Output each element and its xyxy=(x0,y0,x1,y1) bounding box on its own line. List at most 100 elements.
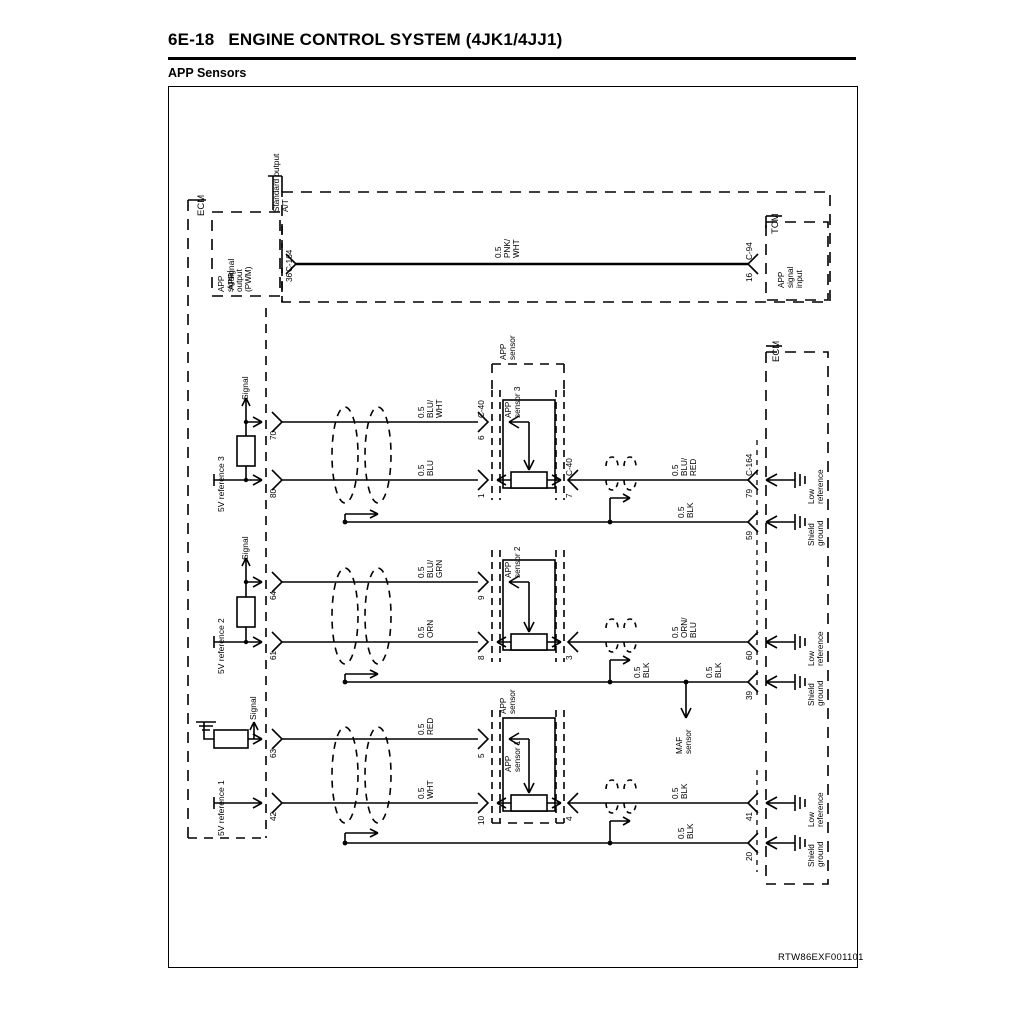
svg-text:BLK: BLK xyxy=(642,662,651,678)
svg-text:0.5: 0.5 xyxy=(417,406,426,418)
svg-text:reference: reference xyxy=(816,792,825,827)
svg-text:0.5: 0.5 xyxy=(671,626,680,638)
label-c164-right: C-164 xyxy=(745,453,754,476)
svg-text:sensor: sensor xyxy=(684,729,693,754)
svg-text:BLU/: BLU/ xyxy=(426,559,435,578)
svg-text:0.5: 0.5 xyxy=(417,626,426,638)
label-pin-59: 59 xyxy=(745,530,754,540)
svg-text:0.5: 0.5 xyxy=(633,666,642,678)
svg-text:Low: Low xyxy=(807,489,816,504)
svg-text:input: input xyxy=(795,270,804,288)
svg-text:WHT: WHT xyxy=(435,399,444,418)
top-standard-output-text: Standard output A/T xyxy=(272,153,290,212)
section-code: 6E-18 xyxy=(168,30,215,49)
tcm-box xyxy=(765,215,829,301)
label-pin-60: 60 xyxy=(745,650,754,660)
drawing-code: RTW86EXF001101 xyxy=(778,952,864,963)
svg-text:BLU: BLU xyxy=(426,460,435,476)
label-pin-70: 70 xyxy=(269,430,278,440)
svg-text:Shield: Shield xyxy=(807,523,816,546)
label-app-signal-output: APP signal xyxy=(226,259,236,290)
svg-text:MAF: MAF xyxy=(675,737,684,754)
label-pin-3: 3 xyxy=(565,655,574,660)
svg-text:Shield: Shield xyxy=(807,844,816,867)
svg-text:0.5: 0.5 xyxy=(417,566,426,578)
svg-text:0.5: 0.5 xyxy=(705,666,714,678)
svg-text:ground: ground xyxy=(816,520,825,546)
label-signal-3: Signal xyxy=(240,376,250,400)
label-5v-reference-1: 5V reference 1 xyxy=(216,780,226,836)
svg-text:APP: APP xyxy=(217,275,226,292)
svg-text:APP: APP xyxy=(499,343,508,360)
section-subtitle: APP Sensors xyxy=(168,66,247,80)
label-pin-20: 20 xyxy=(745,851,754,861)
svg-text:A/T: A/T xyxy=(281,199,290,212)
sensor-3-group xyxy=(213,363,806,533)
svg-text:APP: APP xyxy=(504,755,513,772)
header-rule xyxy=(168,57,856,60)
label-pin-41: 41 xyxy=(745,811,754,821)
svg-text:APP: APP xyxy=(504,561,513,578)
svg-text:BLK: BLK xyxy=(714,662,723,678)
svg-text:ORN/: ORN/ xyxy=(680,617,689,638)
label-pin-64: 64 xyxy=(269,590,278,600)
label-pin-79: 79 xyxy=(745,488,754,498)
svg-text:(PWM): (PWM) xyxy=(244,266,253,292)
tcm-pin-function: APP signal input xyxy=(777,266,804,288)
svg-text:BLK: BLK xyxy=(680,783,689,799)
svg-text:signal: signal xyxy=(226,270,235,292)
label-pin-5: 5 xyxy=(477,753,486,758)
label-5v-reference-2: 5V reference 2 xyxy=(216,618,226,674)
svg-text:ground: ground xyxy=(816,680,825,706)
ecm-left-inner-boundary xyxy=(188,308,267,839)
page-header: 6E-18 ENGINE CONTROL SYSTEM (4JK1/4JJ1) xyxy=(168,30,868,50)
svg-text:ORN: ORN xyxy=(426,620,435,638)
label-pin-7: 7 xyxy=(565,493,574,498)
label-signal-1: Signal xyxy=(248,696,258,720)
sensor-1-group xyxy=(196,710,806,854)
svg-text:WHT: WHT xyxy=(426,780,435,799)
label-pin-4: 4 xyxy=(565,816,574,821)
label-c164-top: C-164 xyxy=(285,249,294,272)
svg-text:RED: RED xyxy=(689,459,698,476)
svg-text:ground: ground xyxy=(816,841,825,867)
label-pin-16: 16 xyxy=(745,272,754,282)
svg-text:Low: Low xyxy=(807,651,816,666)
svg-text:reference: reference xyxy=(816,631,825,666)
label-c40-in: C-40 xyxy=(477,400,486,418)
top-wire-label: 0.5 PNK/ WHT xyxy=(494,238,521,258)
label-c40-out: C-40 xyxy=(565,458,574,476)
svg-text:0.5: 0.5 xyxy=(677,506,686,518)
svg-text:APP: APP xyxy=(499,697,508,714)
svg-text:Low: Low xyxy=(807,812,816,827)
label-pin-9: 9 xyxy=(477,595,486,600)
svg-text:0.5: 0.5 xyxy=(417,787,426,799)
svg-text:GRN: GRN xyxy=(435,560,444,578)
svg-text:0.5: 0.5 xyxy=(671,464,680,476)
svg-text:BLU: BLU xyxy=(689,622,698,638)
svg-text:sensor 2: sensor 2 xyxy=(513,546,522,578)
svg-text:signal: signal xyxy=(786,266,795,288)
top-app-output-text: APP signal output (PWM) xyxy=(217,266,253,292)
top-connector-c164 xyxy=(281,226,748,302)
label-pin-10: 10 xyxy=(477,815,486,825)
top-standard-output-boundary xyxy=(268,175,831,303)
svg-text:BLK: BLK xyxy=(686,502,695,518)
